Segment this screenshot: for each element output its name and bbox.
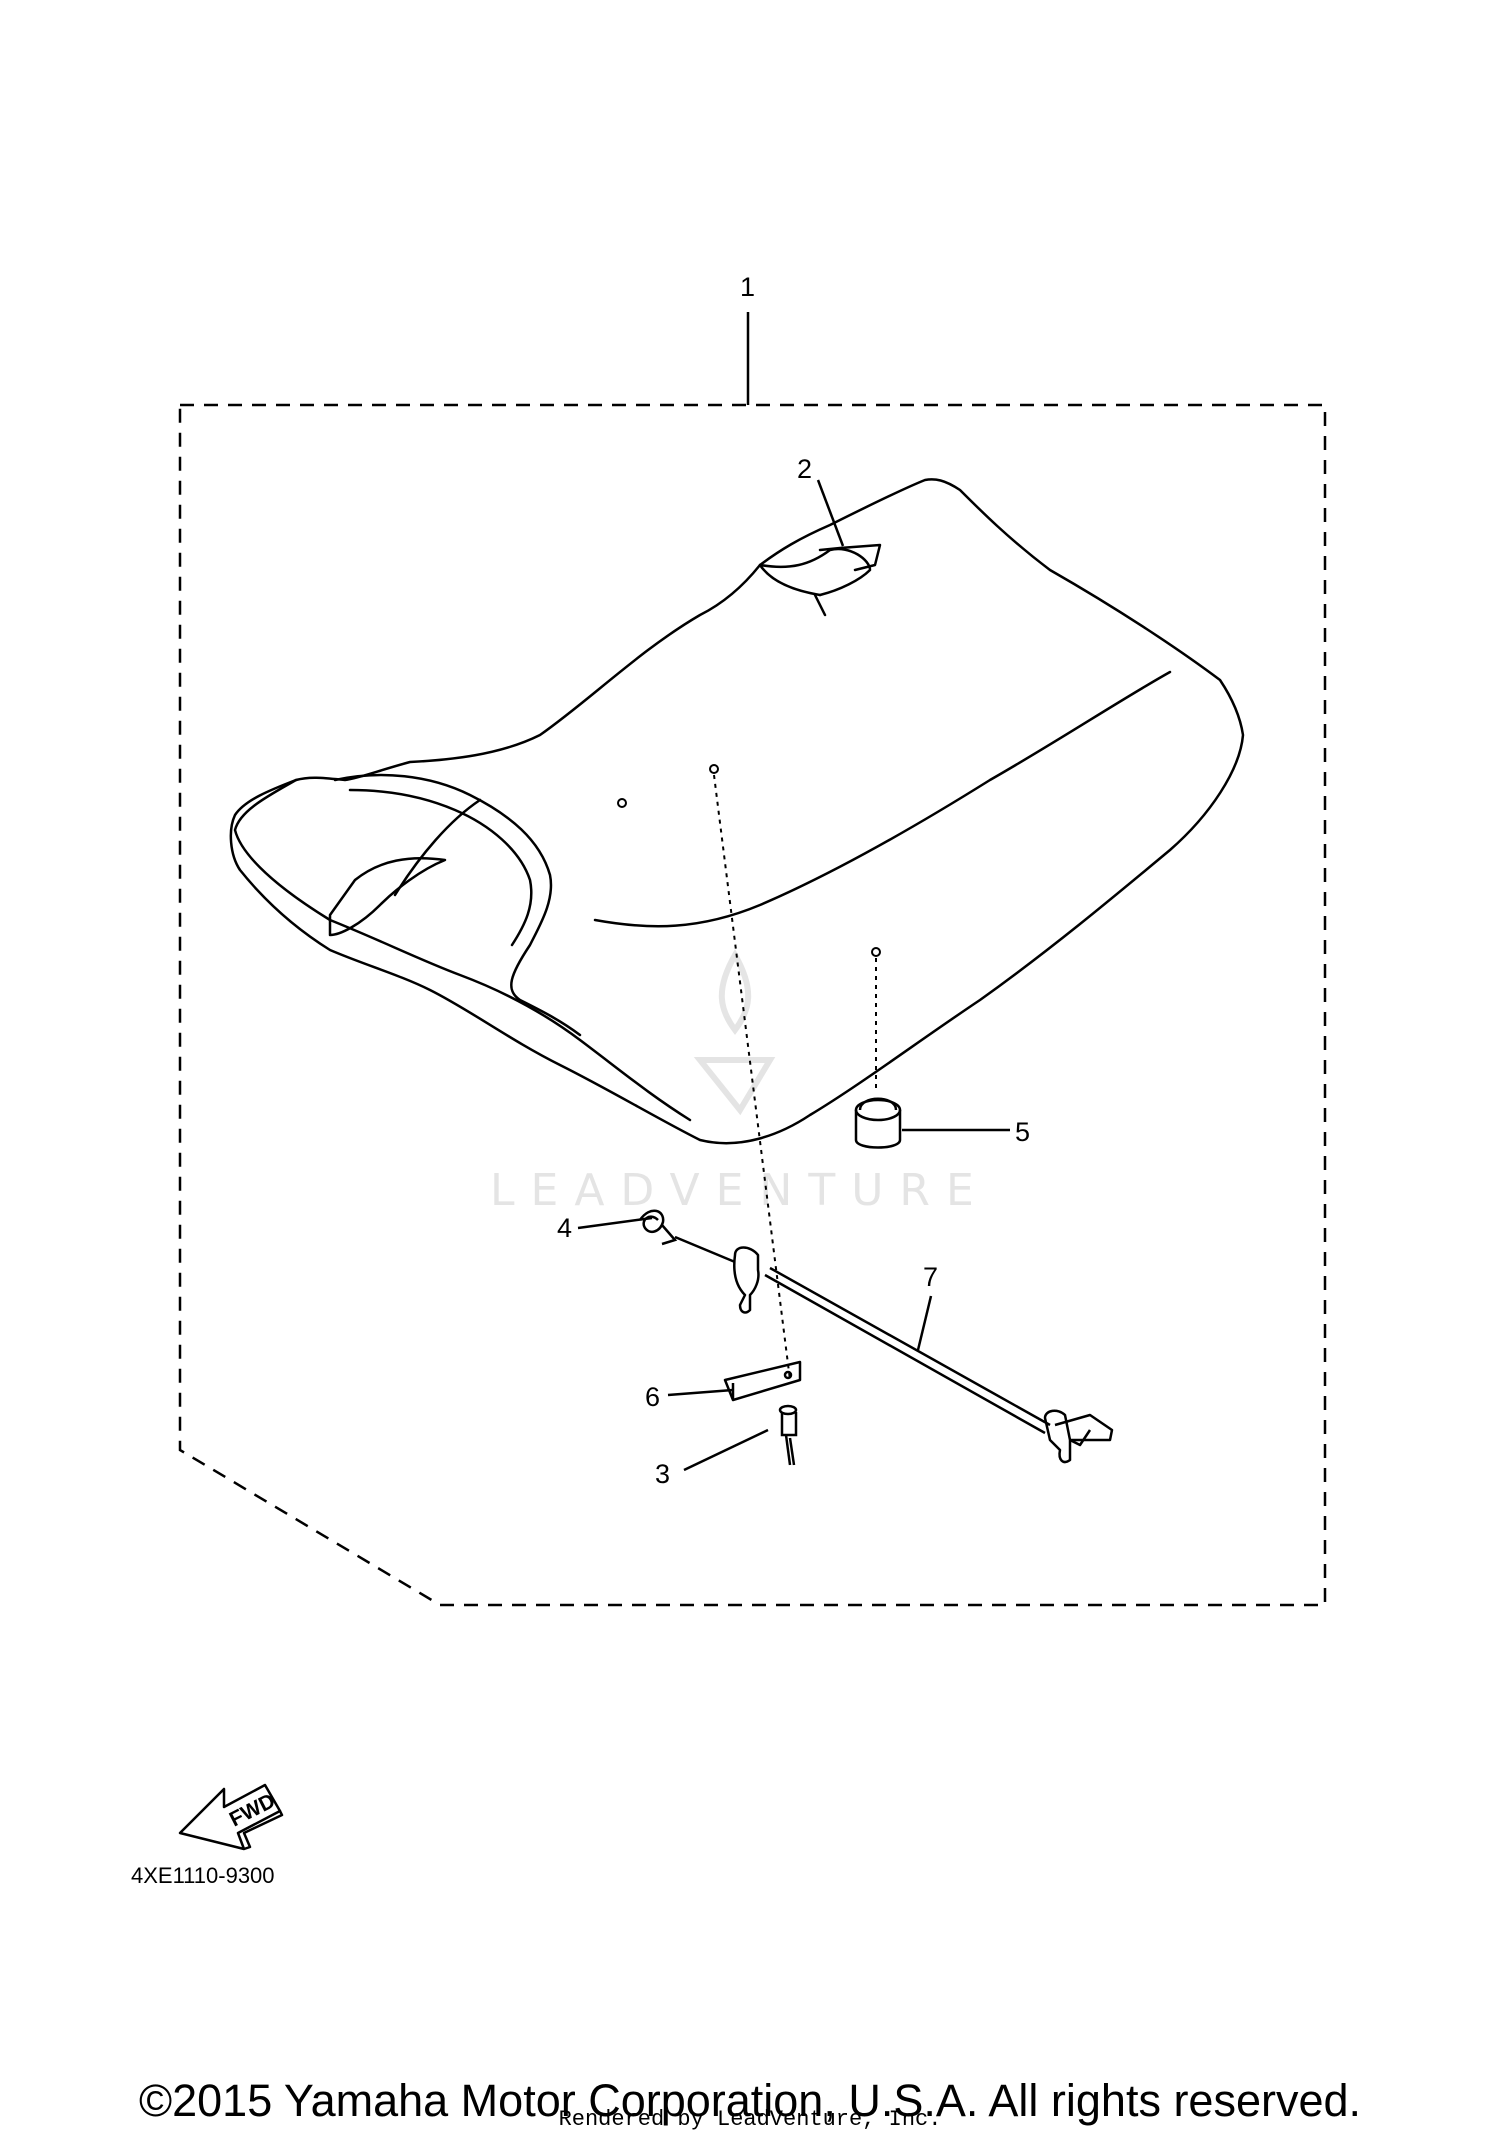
rivet-part-3 [778, 1404, 798, 1466]
callout-1: 1 [740, 272, 755, 302]
callout-5: 5 [1015, 1117, 1030, 1147]
damper-part-5 [854, 1097, 902, 1149]
installation-lines [713, 774, 877, 1381]
watermark-text: LEADVENTURE [490, 1165, 990, 1216]
copyright-notice: ©2015 Yamaha Motor Corporation, U.S.A. A… [138, 2075, 1362, 2126]
seat-holes [617, 764, 881, 957]
lock-rod-part-7 [733, 1246, 1114, 1464]
spring-part-4 [638, 1209, 736, 1264]
rendered-by: Rendered by LeadVenture, Inc. [558, 2107, 942, 2132]
leadventure-logo: LEADVENTURE [490, 948, 990, 1216]
callout-6: 6 [645, 1382, 660, 1412]
callout-4: 4 [557, 1213, 572, 1243]
seat-assembly [229, 478, 1245, 1145]
callout-3: 3 [655, 1459, 670, 1489]
part-code: 4XE1110-9300 [131, 1863, 275, 1888]
callout-7: 7 [923, 1262, 938, 1292]
fwd-arrow-icon: FWD [178, 1783, 284, 1851]
leader-lines [577, 312, 1010, 1472]
callout-2: 2 [797, 454, 812, 484]
plate-part-6 [723, 1360, 802, 1402]
assembly-boundary [178, 403, 1327, 1607]
